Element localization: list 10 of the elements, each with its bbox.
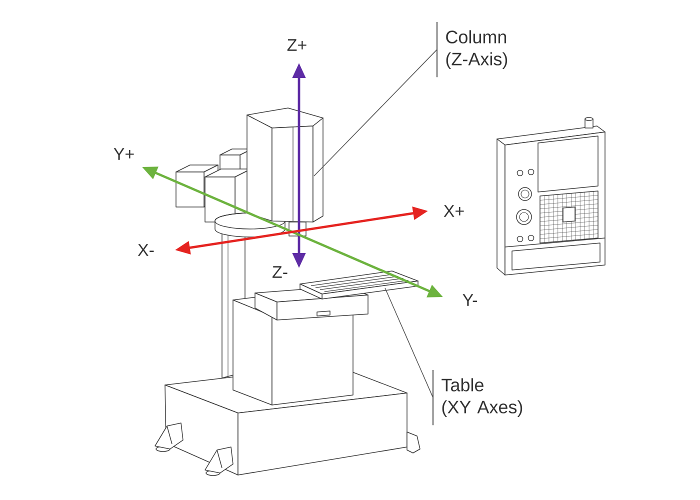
leader-line	[384, 288, 434, 398]
axis-label: X+	[444, 205, 464, 217]
axis-label: Z+	[287, 39, 306, 51]
axis-label: Y-	[462, 294, 477, 306]
axis-label: Y+	[114, 148, 134, 160]
callout-label: Column (Z-Axis)	[436, 22, 508, 78]
axis-label: X-	[138, 244, 154, 256]
leader-line	[314, 49, 438, 176]
axis-label: Z-	[272, 266, 288, 278]
callout-label: Table (XY Axes)	[432, 370, 522, 426]
